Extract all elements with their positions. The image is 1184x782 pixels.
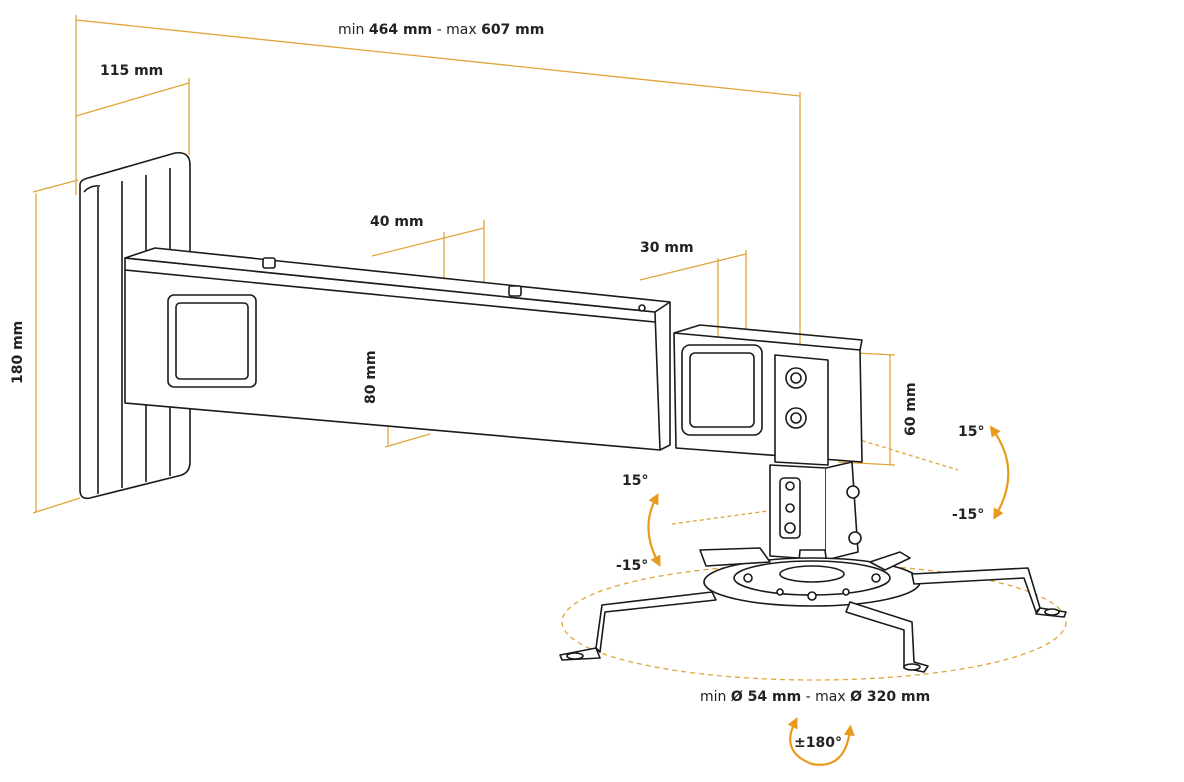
- total-length-min: 464 mm: [368, 22, 433, 38]
- total-length-max-prefix: max: [446, 22, 477, 38]
- tilt-arrow-left: [647, 493, 661, 567]
- rotation-label: ±180°: [794, 735, 842, 751]
- swivel-joint: [769, 461, 862, 573]
- wall-height-label: 180 mm: [10, 320, 26, 384]
- arm-height-label: 80 mm: [363, 350, 379, 404]
- tilt-left-top-label: 15°: [622, 473, 649, 489]
- mount-diameter-min: Ø 54 mm: [730, 689, 802, 705]
- tilt-bracket: [774, 354, 829, 466]
- inner-width-line: [639, 253, 747, 281]
- tilt-arrow-right: [989, 425, 1010, 520]
- mount-diameter-sep: -: [805, 689, 811, 705]
- mount-diameter-min-prefix: min: [700, 689, 727, 705]
- wall-depth-label: 115 mm: [100, 63, 164, 79]
- arm-height-bottom-ext: [384, 433, 431, 448]
- inner-width-label: 30 mm: [640, 240, 694, 256]
- total-length-min-prefix: min: [338, 22, 365, 38]
- rotation-arrow: [787, 717, 855, 766]
- tilt-right-bottom-label: -15°: [952, 507, 985, 523]
- total-length-max: 607 mm: [481, 22, 545, 38]
- wall-depth-line: [75, 82, 190, 117]
- base-plate: [703, 557, 921, 607]
- wall-height-bottom-ext: [32, 497, 81, 514]
- tilt-left-bottom-label: -15°: [616, 558, 649, 574]
- mount-diameter-max-prefix: max: [815, 689, 846, 705]
- inner-height-label: 60 mm: [903, 382, 919, 436]
- mount-drawing: [79, 151, 1067, 673]
- spider-arms: [559, 547, 1067, 673]
- total-length-label: min 464 mm - max 607 mm: [338, 22, 544, 38]
- angle-arrows: [647, 425, 1010, 766]
- outer-arm: [124, 247, 671, 451]
- wall-height-top-ext: [32, 179, 79, 193]
- inner-arm: [673, 324, 863, 463]
- mount-diameter-max: Ø 320 mm: [850, 689, 931, 705]
- total-length-sep: -: [436, 22, 442, 38]
- arm-width-label: 40 mm: [370, 214, 424, 230]
- arm-width-line: [371, 227, 485, 257]
- mount-diameter-label: min Ø 54 mm - max Ø 320 mm: [700, 689, 930, 705]
- total-length-line: [75, 19, 801, 97]
- tilt-right-top-label: 15°: [958, 424, 985, 440]
